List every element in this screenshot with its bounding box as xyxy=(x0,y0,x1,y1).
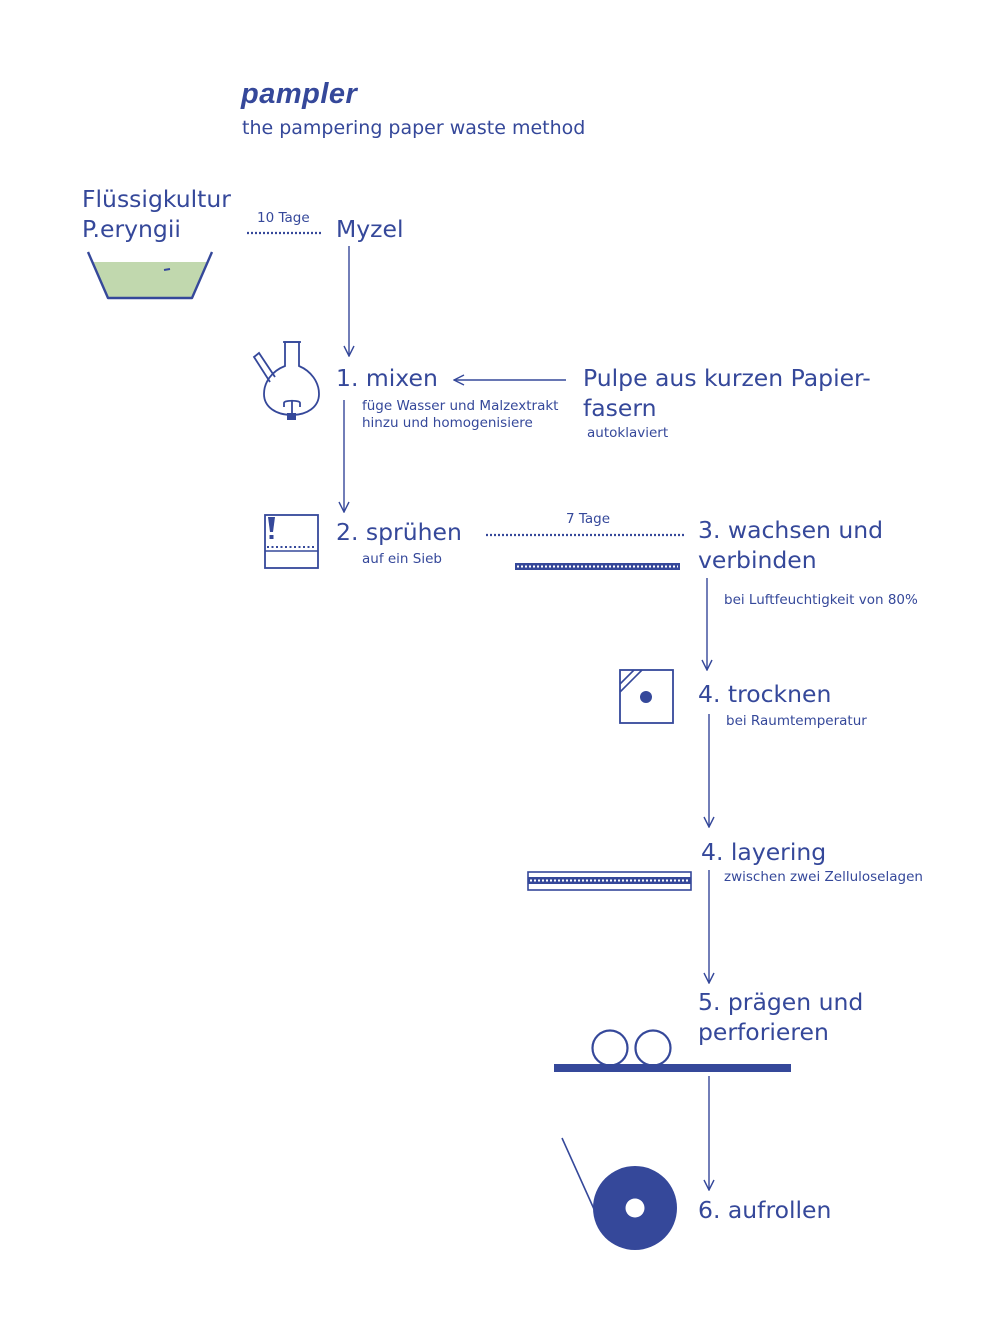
mesh-layer-icon xyxy=(515,563,680,570)
culture-label-line2: P.eryngii xyxy=(82,215,181,243)
duration-label-7-tage: 7 Tage xyxy=(566,511,611,527)
pulp-note: autoklaviert xyxy=(587,425,669,441)
step-mix-note-line1: füge Wasser und Malzextrakt xyxy=(362,398,559,414)
step-emboss-title-line1: 5. prägen und xyxy=(698,988,864,1016)
pulp-label-line2: fasern xyxy=(583,394,657,422)
step-mix-title: 1. mixen xyxy=(336,364,438,392)
embossing-rollers-icon xyxy=(554,1029,791,1072)
duration-label-10-tage: 10 Tage xyxy=(257,210,310,226)
step-spray-note: auf ein Sieb xyxy=(362,551,442,567)
bowl-icon xyxy=(86,251,214,300)
pulp-label-line1: Pulpe aus kurzen Papier- xyxy=(583,364,871,392)
tagline: the pampering paper waste method xyxy=(242,117,586,139)
myzel-label: Myzel xyxy=(336,215,404,243)
step-spray-title: 2. sprühen xyxy=(336,518,462,546)
step-roll-title: 6. aufrollen xyxy=(698,1196,832,1224)
step-dry-note: bei Raumtemperatur xyxy=(726,713,867,729)
step-grow-title-line2: verbinden xyxy=(698,546,817,574)
step-dry-title: 4. trocknen xyxy=(698,680,832,708)
culture-label-line1: Flüssigkultur xyxy=(82,185,231,213)
paper-roll-icon xyxy=(561,1137,677,1250)
step-layer-note: zwischen zwei Zelluloselagen xyxy=(724,869,923,885)
step-grow-note: bei Luftfeuchtigkeit von 80% xyxy=(724,592,918,608)
step-grow-title-line1: 3. wachsen und xyxy=(698,516,884,544)
spray-icon xyxy=(264,514,319,569)
layer-stack-icon xyxy=(527,871,692,891)
step-mix-note-line2: hinzu und homogenisiere xyxy=(362,415,533,431)
step-layer-title: 4. layering xyxy=(701,838,827,866)
step-emboss-title-line2: perforieren xyxy=(698,1018,829,1046)
flask-icon xyxy=(252,341,320,420)
brand-logo: pampler xyxy=(241,78,358,110)
dryer-icon xyxy=(619,669,674,724)
